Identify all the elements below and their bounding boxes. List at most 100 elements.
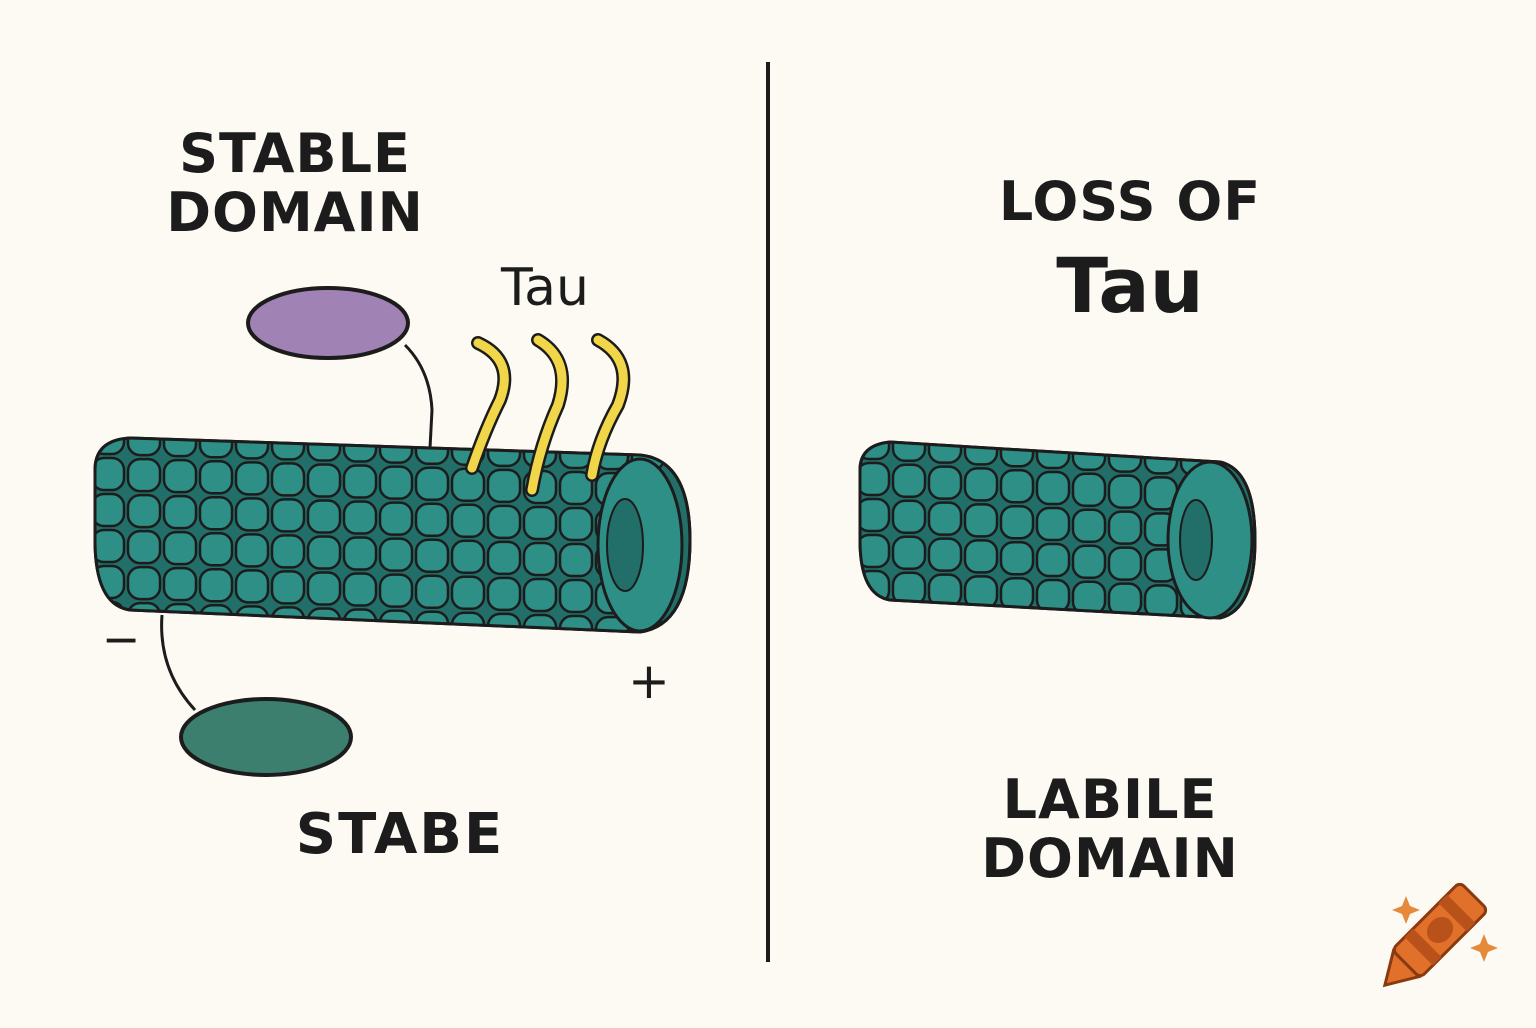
tubulin-subunit xyxy=(594,615,630,632)
tubulin-subunit xyxy=(306,499,342,534)
tubulin-subunit xyxy=(416,648,448,680)
tubulin-subunit xyxy=(198,567,234,603)
tau-strands xyxy=(465,333,631,497)
tubulin-subunit xyxy=(1071,472,1107,508)
tubulin-subunit xyxy=(488,650,520,682)
tubulin-subunit xyxy=(558,470,594,506)
tubulin-subunit xyxy=(1035,470,1071,506)
tubulin-subunit xyxy=(1071,544,1107,580)
tubulin-subunit xyxy=(1035,614,1071,618)
tubulin-subunit xyxy=(126,529,162,565)
tubulin-subunit xyxy=(927,537,963,572)
tubulin-subunit xyxy=(999,504,1035,540)
tubulin-subunit xyxy=(522,505,558,541)
tubulin-subunit xyxy=(558,542,594,578)
tubulin-subunit xyxy=(126,457,162,493)
tubulin-subunit xyxy=(486,576,522,612)
tubulin-subunit xyxy=(452,649,484,681)
tubulin-subunit xyxy=(162,530,198,566)
tubulin-subunit xyxy=(342,536,378,571)
tubulin-subunit xyxy=(380,647,412,679)
tubulin-subunit xyxy=(963,467,999,502)
tubulin-subunit xyxy=(342,572,378,607)
crayon-icon xyxy=(1382,882,1488,988)
tubulin-subunit xyxy=(891,607,927,618)
tubulin-subunit xyxy=(234,533,270,568)
tubulin-subunit xyxy=(963,611,999,618)
labile-microtubule xyxy=(858,440,1257,653)
sparkle-icon xyxy=(1392,896,1420,924)
tubulin-subunit xyxy=(306,607,342,632)
tubulin-subunit xyxy=(378,501,414,536)
tubulin-subunit xyxy=(162,494,198,530)
stable-domain-label: STABLE DOMAIN xyxy=(166,122,424,245)
stabe-label: STABE xyxy=(295,802,505,867)
minus-end-label: − xyxy=(101,612,141,666)
tubulin-subunit xyxy=(560,652,592,684)
tubulin-subunit xyxy=(927,609,963,618)
tubulin-subunit xyxy=(486,468,522,504)
tubulin-subunit xyxy=(522,613,558,632)
bottom-protein xyxy=(179,697,353,777)
tubulin-subunit xyxy=(999,612,1035,618)
tubulin-subunit xyxy=(450,611,486,632)
tubulin-subunit xyxy=(95,492,126,528)
tubulin-subunit xyxy=(414,538,450,573)
tubulin-subunit xyxy=(378,465,414,500)
tubulin-subunit xyxy=(162,566,198,602)
tubulin-subunit xyxy=(414,466,450,501)
tubulin-subunit xyxy=(344,646,376,678)
tubulin-subunit xyxy=(378,537,414,572)
tubulin-subunit xyxy=(558,614,594,632)
plus-end-label: + xyxy=(628,652,670,710)
tubulin-subunit xyxy=(891,535,927,571)
tubulin-subunit xyxy=(927,501,963,536)
bottom-protein-linker xyxy=(160,614,197,712)
tubulin-subunit xyxy=(308,644,340,676)
tubulin-subunit xyxy=(378,609,414,632)
tubulin-subunit xyxy=(891,499,927,535)
tubulin-subunit xyxy=(999,540,1035,576)
top-protein xyxy=(246,286,410,360)
tubulin-subunit xyxy=(860,605,891,618)
tubulin-subunit xyxy=(200,641,232,673)
tubulin-subunit xyxy=(522,577,558,613)
tubulin-subunit xyxy=(270,570,306,605)
tubulin-subunit xyxy=(236,642,268,674)
tubulin-subunit xyxy=(198,603,234,632)
tubulin-subunit xyxy=(234,569,270,604)
tubulin-subunit xyxy=(1145,621,1177,653)
tubulin-subunit xyxy=(558,506,594,542)
sparkle-icon xyxy=(1470,934,1498,962)
tubulin-subunit xyxy=(306,535,342,570)
tubulin-subunit xyxy=(162,458,198,494)
tubulin-subunit xyxy=(963,539,999,574)
tubulin-subunit xyxy=(270,606,306,632)
tubulin-subunit xyxy=(306,571,342,606)
tubulin-subunit xyxy=(270,498,306,533)
tubulin-subunit xyxy=(342,464,378,499)
tubulin-subunit xyxy=(1035,506,1071,542)
labile-domain-label: LABILE DOMAIN xyxy=(981,768,1239,891)
tubulin-subunit xyxy=(306,463,342,498)
tubulin-subunit xyxy=(234,497,270,532)
tau-label: Tau xyxy=(501,258,589,318)
tubulin-subunit xyxy=(486,612,522,632)
tubulin-subunit xyxy=(486,540,522,576)
loss-of-label: LOSS OF xyxy=(998,170,1262,233)
tubulin-subunit xyxy=(450,503,486,539)
tubulin-subunit xyxy=(486,504,522,540)
tubulin-subunit xyxy=(999,468,1035,504)
tubulin-subunit xyxy=(860,461,891,497)
tubulin-subunit xyxy=(342,608,378,632)
tubulin-subunit xyxy=(1071,508,1107,544)
tubulin-subunit xyxy=(522,541,558,577)
tubulin-subunit xyxy=(198,459,234,495)
tubulin-subunit xyxy=(1107,546,1143,581)
stable-microtubule xyxy=(93,436,692,684)
tubulin-subunit xyxy=(162,602,198,632)
tubulin-subunit xyxy=(414,574,450,609)
top-protein-linker xyxy=(403,343,434,449)
tubulin-subunit xyxy=(1107,510,1143,545)
